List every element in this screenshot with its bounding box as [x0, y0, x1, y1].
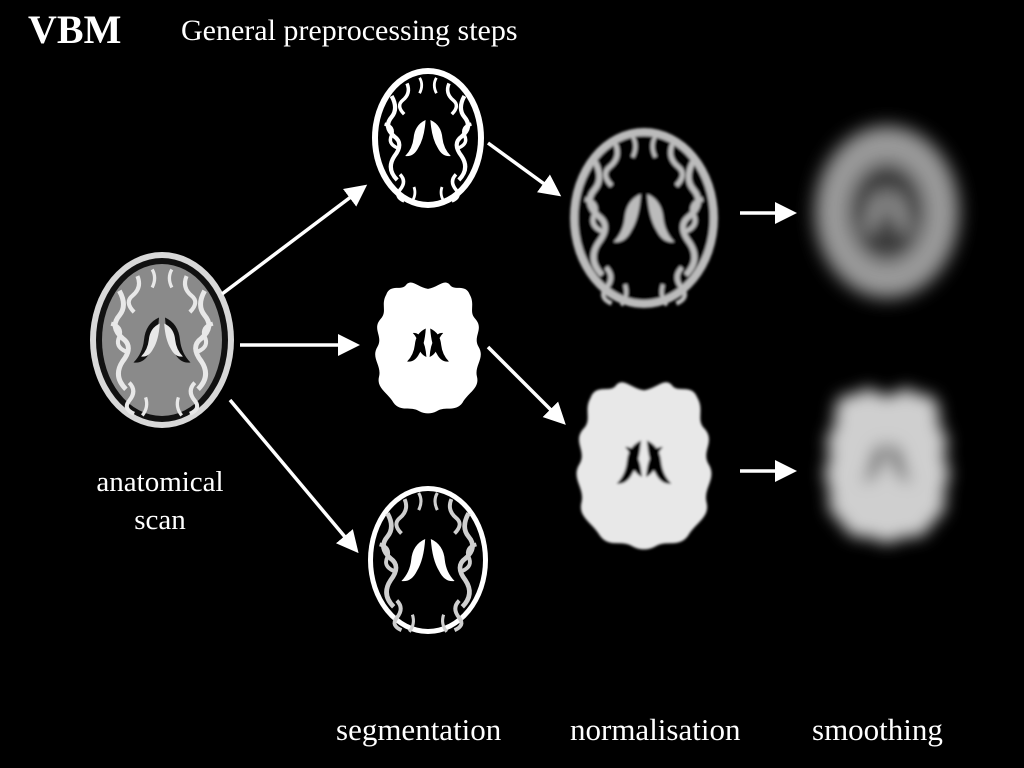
slide-subtitle: General preprocessing steps	[181, 14, 518, 47]
normalised-grey-matter	[570, 128, 718, 308]
label-anatomical-line2: scan	[134, 504, 186, 536]
label-smoothing: smoothing	[812, 712, 943, 747]
arrow-to-grey-matter	[220, 184, 368, 296]
segmentation-white-matter	[375, 282, 481, 414]
smoothed-white-matter	[824, 388, 950, 543]
segmentation-grey-matter	[372, 68, 484, 208]
label-anatomical-scan: anatomical scan	[70, 463, 250, 539]
arrow-wm-to-normalisation	[486, 345, 566, 425]
smoothed-grey-matter	[815, 126, 959, 298]
label-segmentation: segmentation	[336, 712, 502, 747]
arrow-gm-to-normalisation	[486, 141, 562, 197]
segmentation-csf	[368, 486, 488, 634]
label-normalisation: normalisation	[570, 712, 741, 747]
anatomical-brain	[90, 252, 234, 428]
arrow-to-csf	[228, 398, 359, 554]
normalised-white-matter	[576, 382, 712, 550]
label-anatomical-line1: anatomical	[96, 466, 224, 498]
slide-title: VBM	[28, 7, 122, 52]
